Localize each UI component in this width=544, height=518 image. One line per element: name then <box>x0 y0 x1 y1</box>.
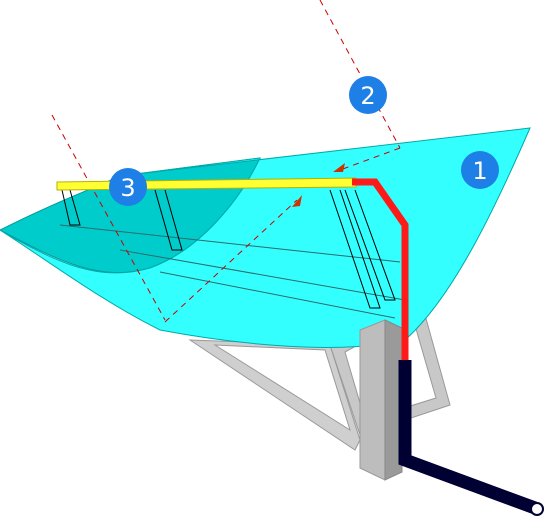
badge-1: 1 <box>461 151 499 189</box>
badge-circle <box>349 76 387 114</box>
trough-rib-line <box>59 224 401 263</box>
strut <box>61 189 81 226</box>
support-frame-inner <box>213 344 351 432</box>
ray-incoming-right <box>319 0 401 149</box>
badge-2-label: 2 <box>360 82 375 110</box>
trough-reflector <box>0 127 531 348</box>
cold-pipe <box>398 360 538 515</box>
trough-rib-line <box>119 249 406 301</box>
trough-front-face <box>0 127 531 348</box>
badge-2: 2 <box>349 76 387 114</box>
pylon-side <box>384 319 403 481</box>
pylon-front <box>359 319 386 481</box>
strut <box>329 189 381 309</box>
strut <box>344 189 396 301</box>
sun-rays <box>51 0 401 323</box>
trough-rib-line <box>159 271 396 319</box>
badge-1-label: 1 <box>472 157 487 185</box>
badge-circle <box>461 151 499 189</box>
badge-3: 3 <box>109 168 147 206</box>
ray-arrowhead <box>292 195 302 207</box>
ray-arrowhead <box>333 163 345 172</box>
pylon <box>359 319 403 481</box>
pipe-end-outlet <box>530 502 544 516</box>
hot-pipe <box>352 178 409 360</box>
ray-reflected-left <box>164 199 298 323</box>
badge-circle <box>109 168 147 206</box>
strut <box>154 189 183 251</box>
badge-3-label: 3 <box>120 174 135 202</box>
receiver-supports <box>61 189 396 309</box>
